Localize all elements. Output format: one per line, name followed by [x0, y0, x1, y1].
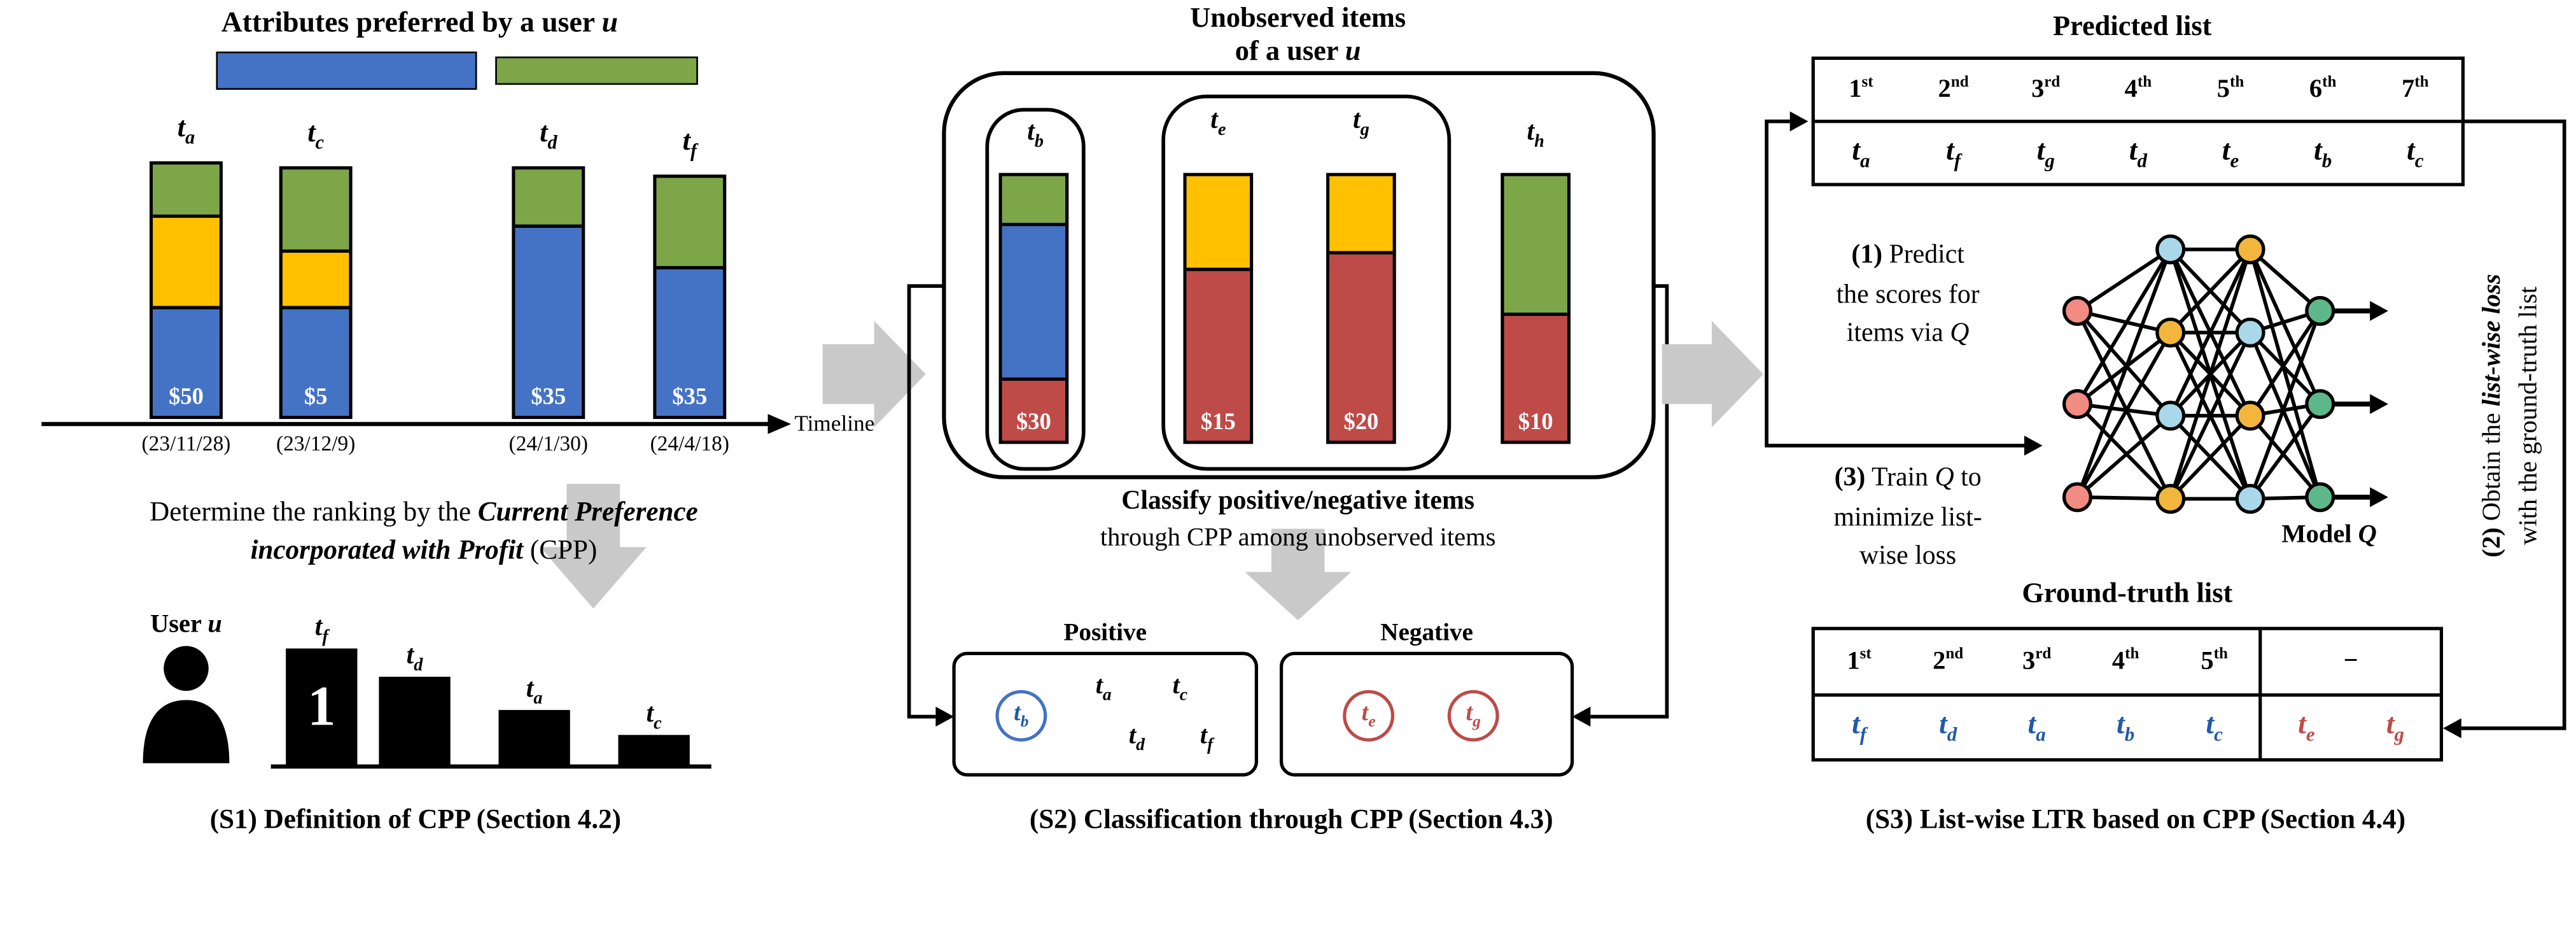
stacked-bar-th: $10 — [1501, 173, 1571, 444]
ground-truth-title: Ground-truth list — [2022, 577, 2233, 609]
arrowhead-into-predicted — [1789, 111, 1809, 132]
date-label: (23/11/28) — [141, 432, 231, 456]
s2-title-line1: Unobserved items — [1190, 1, 1406, 34]
rank-item-label: ta — [526, 675, 543, 709]
predicted-header-row: 1st 2nd 3rd 4th 5th 6th 7th — [1814, 60, 2461, 124]
positive-item: tf — [1200, 721, 1214, 755]
classification-connectors — [907, 284, 1669, 719]
s1-caption: (S1) Definition of CPP (Section 4.2) — [209, 803, 622, 835]
rank-bar-2 — [379, 676, 451, 767]
date-label: (24/1/30) — [508, 432, 589, 456]
classify-text-line2: through CPP among unobserved items — [1100, 523, 1496, 553]
s3-caption: (S3) List-wise LTR based on CPP (Section… — [1865, 803, 2406, 835]
date-label: (24/4/18) — [650, 432, 730, 456]
arrowhead-into-ground — [2443, 718, 2461, 739]
ltr-loop-lines — [1765, 119, 2566, 730]
item-label: tb — [1027, 118, 1044, 152]
item-label: tc — [307, 116, 325, 154]
rank-bar-1: 1 — [286, 648, 358, 767]
negative-label: Negative — [1380, 620, 1473, 647]
positive-items-box: tb ta tc td tf — [952, 651, 1258, 777]
positive-item: td — [1128, 721, 1145, 755]
step1-text: (1) Predict the scores for items via Q — [1836, 241, 1980, 348]
item-label: tg — [1352, 106, 1369, 140]
legend-swatch-blue — [216, 51, 477, 90]
item-label: tf — [682, 124, 697, 162]
stacked-bar-tf: $35 — [653, 174, 727, 420]
dash-header: − — [2343, 646, 2358, 675]
price-label: $15 — [1200, 411, 1236, 436]
price-label: $35 — [672, 385, 708, 411]
rank-bar-4 — [618, 735, 690, 767]
predicted-list-table: 1st 2nd 3rd 4th 5th 6th 7th ta tf tg td … — [1811, 56, 2465, 187]
flow-arrow-icon-1 — [822, 321, 926, 428]
model-q-label: Model Q — [2281, 520, 2377, 549]
price-label: $30 — [1016, 411, 1051, 436]
determine-ranking-text: Determine the ranking by the Current Pre… — [150, 495, 698, 565]
stacked-bar-tg: $20 — [1326, 173, 1396, 444]
date-label: (23/12/9) — [276, 432, 356, 456]
price-label: $50 — [169, 385, 204, 411]
unobserved-items-containers — [942, 71, 1656, 479]
stacked-bar-td: $35 — [512, 166, 585, 420]
timeline-label: Timeline — [794, 411, 875, 436]
circled-negative-item: te — [1343, 690, 1395, 742]
price-label: $10 — [1518, 411, 1553, 436]
step3-text: (3) Train Q to minimize list- wise loss — [1833, 463, 1982, 570]
s2-title-line2: of a user u — [1235, 34, 1361, 67]
down-arrow-icon-s2 — [1245, 528, 1352, 621]
flow-arrow-icon-2 — [1662, 321, 1763, 428]
price-label: $35 — [531, 385, 566, 411]
positive-label: Positive — [1063, 620, 1147, 647]
item-label: th — [1527, 118, 1544, 152]
item-label: td — [540, 116, 557, 154]
ground-truth-table: 1st 2nd 3rd 4th 5th − tf td ta tb tc te … — [1811, 626, 2444, 762]
predicted-items-row: ta tf tg td te tb tc — [1852, 132, 2424, 172]
network-output-arrows — [2333, 301, 2388, 507]
circled-positive-item: tb — [995, 690, 1047, 742]
legend-swatch-green — [495, 56, 698, 85]
arrowhead-into-model — [2024, 435, 2043, 456]
positive-item: ta — [1095, 672, 1112, 705]
stacked-bar-te: $15 — [1183, 173, 1254, 444]
rank-number: 1 — [307, 676, 336, 738]
item-label: te — [1210, 106, 1226, 140]
positive-item: tc — [1172, 672, 1187, 705]
predicted-list-title: Predicted list — [2052, 10, 2212, 42]
arrowhead-into-positive — [935, 706, 955, 727]
price-label: $20 — [1343, 411, 1379, 436]
timeline-axis — [41, 414, 792, 434]
rank-item-label: tc — [646, 700, 662, 734]
network-nodes — [2062, 234, 2335, 514]
item-label: ta — [177, 111, 195, 149]
stacked-bar-tb: $30 — [998, 173, 1069, 444]
rank-bar-3 — [498, 710, 570, 767]
s2-caption: (S2) Classification through CPP (Section… — [1029, 803, 1553, 835]
user-label: User u — [150, 610, 222, 639]
circled-negative-item: tg — [1447, 690, 1499, 742]
user-icon — [143, 646, 230, 763]
stacked-bar-ta: $50 — [150, 161, 223, 420]
rank-item-label: td — [406, 642, 423, 676]
rank-item-label: tf — [314, 613, 328, 647]
model-q-network — [2062, 234, 2388, 514]
arrowhead-into-negative — [1572, 706, 1591, 727]
classify-text-line1: Classify positive/negative items — [1121, 487, 1475, 516]
negative-items-box: te tg — [1279, 651, 1574, 777]
s1-title: Attributes preferred by a user u — [221, 4, 619, 39]
stacked-bar-tc: $5 — [279, 166, 353, 420]
price-label: $5 — [304, 385, 328, 411]
ground-items-row: tf td ta tb tc te tg — [1815, 695, 2440, 758]
ground-header-row: 1st 2nd 3rd 4th 5th − — [1814, 630, 2440, 696]
step2-text-vertical: (2) Obtain the list-wise loss with the g… — [2477, 274, 2543, 558]
